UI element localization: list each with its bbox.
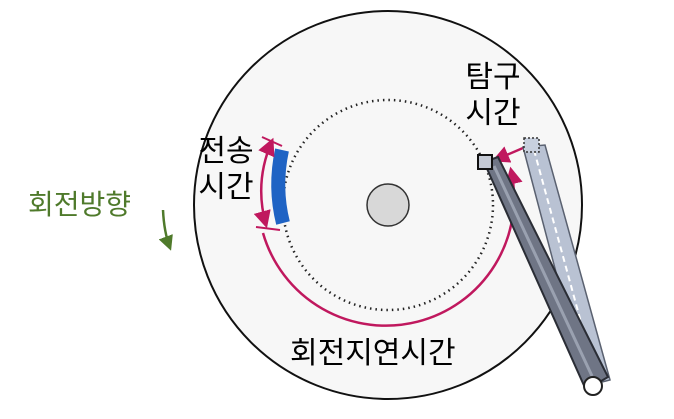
transfer-time-line1: 전송 [198, 134, 254, 169]
transfer-tick-top [261, 136, 283, 147]
transfer-time-arc [253, 137, 275, 229]
rotational-latency-arc [261, 166, 523, 327]
transfer-time-label: 전송 시간 [188, 134, 264, 206]
transfer-sector [271, 148, 290, 225]
disk-track [281, 98, 495, 312]
transfer-time-line2: 시간 [198, 170, 254, 205]
rotation-direction-label: 회전방향 [28, 188, 132, 221]
arm-pivot [583, 376, 603, 396]
rotation-direction-arrow [158, 209, 173, 251]
seek-time-line1: 탐구 [465, 60, 521, 95]
transfer-tick-bottom [255, 226, 281, 231]
spindle [366, 183, 410, 227]
seek-time-line2: 시간 [465, 96, 521, 131]
seek-time-label: 탐구 시간 [448, 60, 538, 132]
rotational-latency-label: 회전지연시간 [290, 336, 456, 371]
actuator-arm [477, 154, 610, 396]
